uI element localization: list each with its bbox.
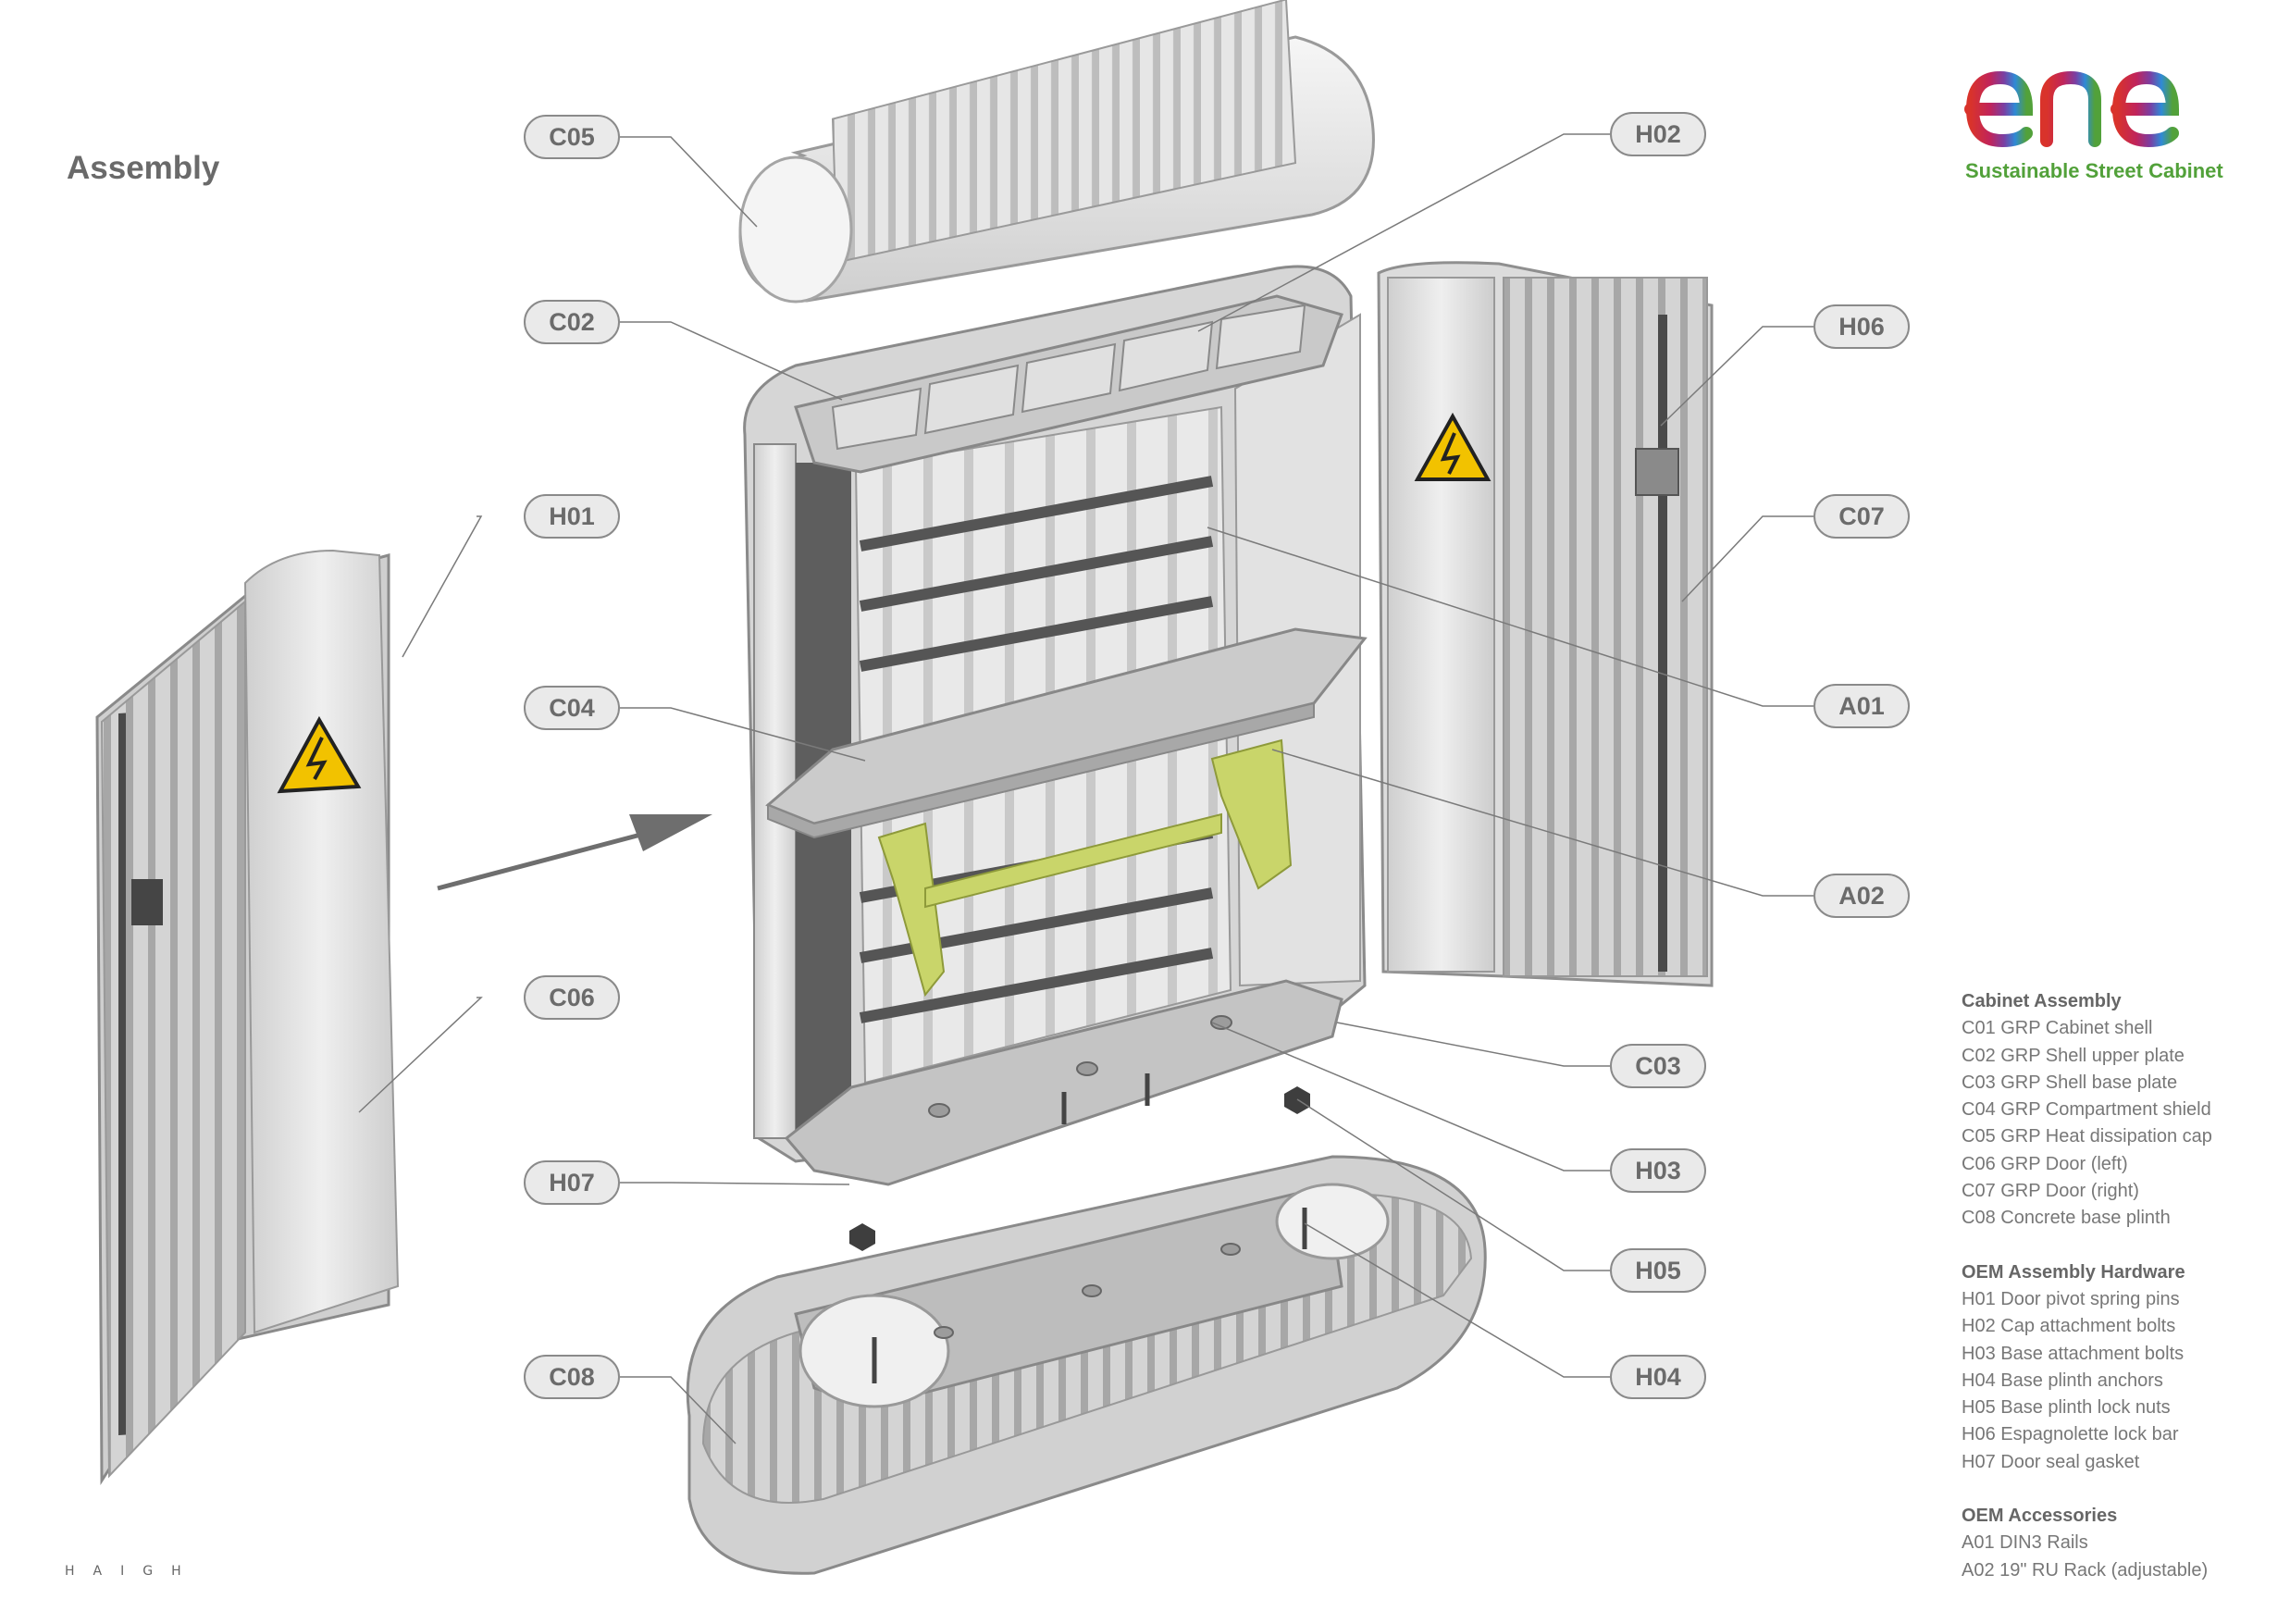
legend-item: A01 DIN3 Rails [1962, 1532, 2088, 1554]
legend-cabinet-assembly: Cabinet Assembly C01 GRP Cabinet shell C… [1962, 988, 2276, 1233]
right-door [1377, 261, 1714, 987]
enel-logo-mark [1964, 45, 2212, 148]
legend-item: C01 GRP Cabinet shell [1962, 1018, 2153, 1039]
page-title: Assembly [67, 150, 220, 186]
callout-h06: H06 [1813, 304, 1910, 349]
brand-tagline: Sustainable Street Cabinet [1965, 159, 2223, 182]
legend-item: A02 19" RU Rack (adjustable) [1962, 1559, 2209, 1581]
callout-c04: C04 [524, 686, 620, 730]
callout-h01: H01 [524, 494, 620, 539]
legend-item: H03 Base attachment bolts [1962, 1343, 2185, 1364]
haigh-footer-mark: HAIGH [65, 1564, 200, 1579]
legend-oem-hardware: OEM Assembly Hardware H01 Door pivot spr… [1962, 1259, 2276, 1476]
callout-c06: C06 [524, 975, 620, 1020]
left-door [95, 549, 400, 1486]
legend-item: H06 Espagnolette lock bar [1962, 1424, 2179, 1445]
legend-item: C07 GRP Door (right) [1962, 1181, 2139, 1202]
shell-upper-plate [794, 294, 1343, 474]
callout-c08: C08 [524, 1355, 620, 1399]
callout-leader-lines [358, 133, 1813, 1444]
callout-c02: C02 [524, 300, 620, 344]
callout-h05: H05 [1610, 1248, 1706, 1293]
legend-item: H04 Base plinth anchors [1962, 1370, 2163, 1391]
callout-c07: C07 [1813, 494, 1910, 539]
callout-c05: C05 [524, 115, 620, 159]
legend-heading: OEM Accessories [1962, 1506, 2118, 1527]
callout-h04: H04 [1610, 1355, 1706, 1399]
parts-legend: Cabinet Assembly C01 GRP Cabinet shell C… [1962, 988, 2276, 1611]
legend-heading: OEM Assembly Hardware [1962, 1261, 2185, 1283]
shell-base-plate [784, 979, 1343, 1186]
legend-heading: Cabinet Assembly [1962, 991, 2122, 1011]
legend-item: C02 GRP Shell upper plate [1962, 1045, 2185, 1066]
legend-oem-accessories: OEM Accessories A01 DIN3 Rails A02 19" R… [1962, 1503, 2276, 1584]
legend-item: C03 GRP Shell base plate [1962, 1072, 2178, 1093]
legend-item: H05 Base plinth lock nuts [1962, 1397, 2171, 1419]
rack-brackets [877, 738, 1293, 998]
legend-item: H01 Door pivot spring pins [1962, 1288, 2180, 1309]
enel-logo [1962, 44, 2258, 192]
callout-h07: H07 [524, 1160, 620, 1205]
legend-item: C08 Concrete base plinth [1962, 1208, 2171, 1229]
compartment-shield [765, 627, 1368, 839]
legend-item: H07 Door seal gasket [1962, 1451, 2140, 1472]
callout-a02: A02 [1813, 874, 1910, 918]
callout-h03: H03 [1610, 1148, 1706, 1193]
legend-item: C05 GRP Heat dissipation cap [1962, 1126, 2212, 1147]
heat-dissipation-cap [738, 0, 1375, 304]
lock-nuts [849, 1086, 1310, 1251]
legend-item: C04 GRP Compartment shield [1962, 1099, 2211, 1121]
concrete-base-plinth [686, 1155, 1487, 1575]
callout-h02: H02 [1610, 112, 1706, 156]
assembly-direction-arrow [437, 814, 712, 891]
callout-a01: A01 [1813, 684, 1910, 728]
legend-item: C06 GRP Door (left) [1962, 1153, 2128, 1174]
legend-item: H02 Cap attachment bolts [1962, 1316, 2176, 1337]
callout-c03: C03 [1610, 1044, 1706, 1088]
